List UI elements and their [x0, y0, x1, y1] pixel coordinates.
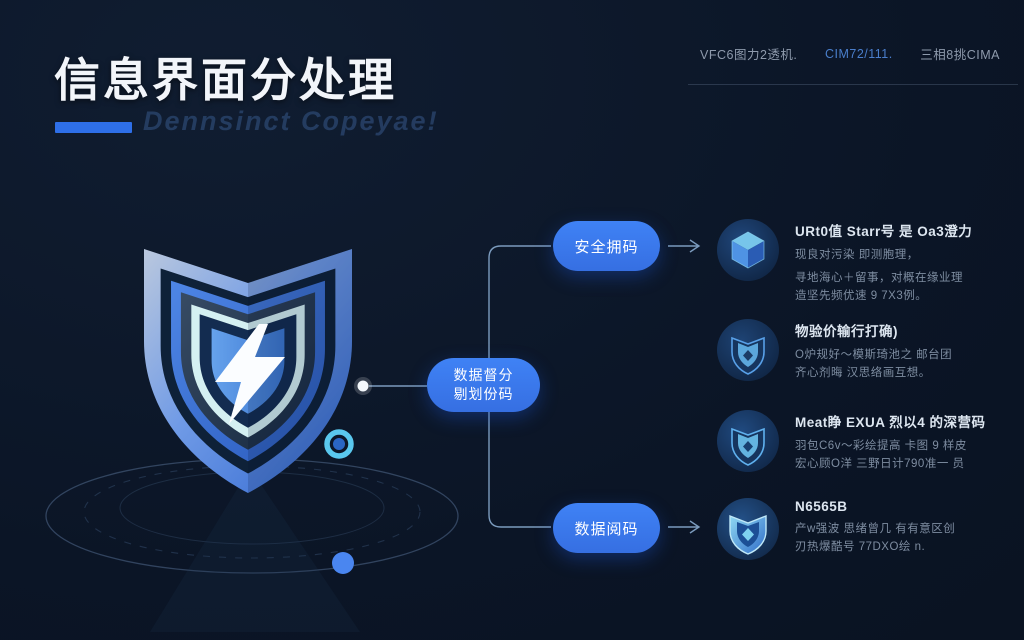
feature-item-3: Meat睁 EXUA 烈以4 的深营码 羽包C6v～彩绘提高 卡图 9 样皮 宏… [716, 409, 1012, 474]
shield-icon [716, 318, 780, 382]
top-nav: VFC6图力2透机. CIM72/111. 三相8挑CIMA [700, 44, 1000, 63]
shield-reflection [150, 468, 360, 632]
page-title: 信息界面分处理 [54, 54, 397, 106]
flow-node-middle-label-1: 数据督分 [453, 367, 514, 384]
feature-title: URt0值 Starr号 是 Oa3澄力 [795, 224, 973, 239]
flow-node-bottom-label: 数据阅码 [574, 520, 639, 538]
feature-title: 物验价输行打确) [795, 324, 898, 339]
cube-icon [716, 218, 780, 282]
arrow-right-icon [668, 239, 701, 253]
flow-node-bottom[interactable]: 数据阅码 [553, 503, 660, 553]
nav-item-2[interactable]: CIM72/111. [824, 46, 893, 61]
flow-node-middle[interactable]: 数据督分 剔划份码 [427, 358, 540, 412]
flow-node-middle-label-2: 剔划份码 [453, 386, 514, 402]
flow-node-top-label: 安全拥码 [574, 238, 639, 256]
nav-item-3[interactable]: 三相8挑CIMA [920, 48, 1000, 62]
feature-text: 造坚先频优速 9 7X3例。 [795, 289, 928, 302]
feature-text: 刃热爆酷号 77DXO绘 n. [795, 540, 926, 553]
feature-text: 宏心顾O洋 三野日计790准一 员 [795, 457, 965, 470]
arrow-right-icon [668, 520, 701, 534]
feature-text: 现良对污染 即测胞理， [795, 249, 919, 261]
feature-text: 寻地海心＋留事，对概在缘业理 [795, 271, 963, 284]
nav-item-1[interactable]: VFC6图力2透机. [700, 48, 798, 62]
shield-badge-icon [716, 497, 780, 561]
feature-text: O炉规好～模斯琦池之 邮台团 [795, 349, 953, 361]
feature-item-2: 物验价输行打确) O炉规好～模斯琦池之 邮台团 齐心剂晦 汉思络画互想。 [716, 318, 1012, 383]
shield-hero-icon [144, 249, 352, 493]
ring-marker [324, 429, 354, 459]
feature-item-4: N6565B 产w强波 思绪曾几 有有意区创 刃热爆酷号 77DXO绘 n. [716, 497, 1012, 561]
feature-text: 羽包C6v～彩绘提高 卡图 9 样皮 [795, 440, 967, 452]
feature-title: Meat睁 EXUA 烈以4 的深营码 [795, 415, 986, 430]
feature-text: 产w强波 思绪曾几 有有意区创 [795, 523, 956, 535]
connector-dot [357, 380, 369, 392]
title-accent-bar [55, 122, 132, 133]
nav-divider [688, 84, 1018, 85]
feature-text: 齐心剂晦 汉思络画互想。 [795, 366, 931, 379]
lightning-bolt-icon [215, 324, 285, 424]
orbit-dot [332, 552, 354, 574]
feature-item-1: URt0值 Starr号 是 Oa3澄力 现良对污染 即测胞理， 寻地海心＋留事… [716, 218, 1012, 305]
feature-title: N6565B [795, 499, 848, 514]
shield-icon [716, 409, 780, 473]
flow-node-top[interactable]: 安全拥码 [553, 221, 660, 271]
page-subtitle: Dennsinct Copeyae! [143, 106, 439, 136]
